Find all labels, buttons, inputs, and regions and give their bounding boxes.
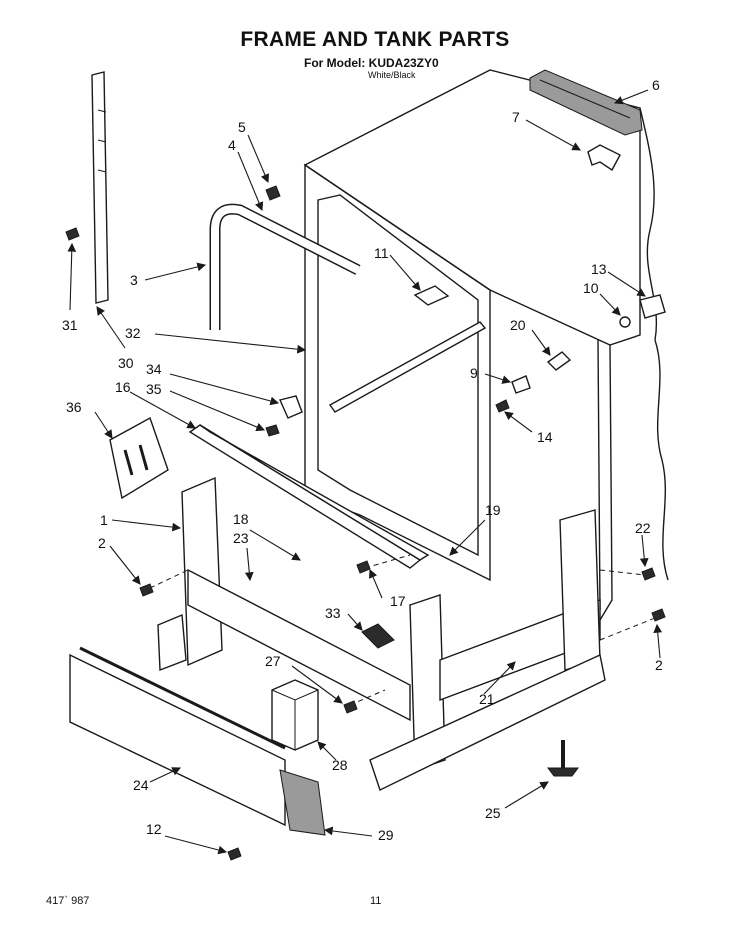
document-number: 417` 987	[46, 895, 90, 907]
callout-12: 12	[146, 821, 162, 837]
callout-10: 10	[583, 280, 599, 296]
callout-4: 4	[228, 137, 236, 153]
part-16-track	[188, 424, 430, 569]
part-13-bracket	[619, 294, 666, 328]
callout-18: 18	[233, 511, 249, 527]
callout-21: 21	[479, 691, 495, 707]
callout-36: 36	[66, 399, 82, 415]
callout-35: 35	[146, 381, 162, 397]
base-frame	[149, 476, 656, 791]
callout-14: 14	[537, 429, 553, 445]
callout-29: 29	[378, 827, 394, 843]
part-35-screw	[265, 424, 280, 437]
page-title: FRAME AND TANK PARTS	[240, 28, 510, 51]
part-28-box	[271, 679, 319, 751]
callout-23: 23	[233, 530, 249, 546]
part-14-screw	[495, 399, 510, 413]
page-number: 11	[370, 895, 382, 907]
callout-25: 25	[485, 805, 501, 821]
callout-27: 27	[265, 653, 281, 669]
callout-30: 30	[118, 355, 134, 371]
callout-20: 20	[510, 317, 526, 333]
screws	[139, 560, 666, 861]
part-10-nut	[619, 316, 631, 328]
part-7-clip	[587, 144, 621, 172]
leader-lines	[67, 89, 663, 855]
part-29-insulation	[279, 769, 326, 836]
part-30-side-strip	[65, 71, 109, 304]
callout-11: 11	[374, 245, 389, 261]
callout-28: 28	[332, 757, 348, 773]
callout-19: 19	[485, 502, 501, 518]
part-34-switch	[265, 395, 303, 437]
callout-2-right: 2	[655, 657, 663, 673]
part-11-bracket	[413, 285, 450, 306]
callout-16: 16	[115, 379, 131, 395]
part-31-screw	[65, 227, 80, 241]
part-5-screw	[265, 185, 281, 201]
model-label: For Model: KUDA23ZY0	[304, 56, 439, 70]
callout-5: 5	[238, 119, 246, 135]
part-25-leg	[547, 740, 579, 777]
callout-6: 6	[652, 77, 660, 93]
callout-7: 7	[512, 109, 520, 125]
callout-22: 22	[635, 520, 651, 536]
callout-31: 31	[62, 317, 78, 333]
part-36-panel	[109, 416, 169, 500]
part-9-grommet	[511, 375, 531, 394]
tank	[303, 69, 669, 621]
callout-9: 9	[470, 365, 478, 381]
part-24-panel	[69, 646, 286, 827]
callout-33: 33	[325, 605, 341, 621]
part-3-gasket	[209, 203, 361, 330]
callout-3: 3	[130, 272, 138, 288]
callout-1: 1	[100, 512, 108, 528]
part-20-spacer	[495, 351, 572, 413]
part-33-block	[361, 623, 395, 649]
callout-24: 24	[133, 777, 149, 793]
part-6-strip	[529, 69, 643, 136]
callout-34: 34	[146, 361, 162, 377]
callout-labels: 1 2 2 3 4 5 6 7 9 10 11 12 13 14 16 17 1…	[62, 77, 663, 843]
color-label: White/Black	[368, 70, 416, 80]
callout-17: 17	[390, 593, 406, 609]
callout-13: 13	[591, 261, 607, 277]
callout-32: 32	[125, 325, 141, 341]
callout-2-left: 2	[98, 535, 106, 551]
